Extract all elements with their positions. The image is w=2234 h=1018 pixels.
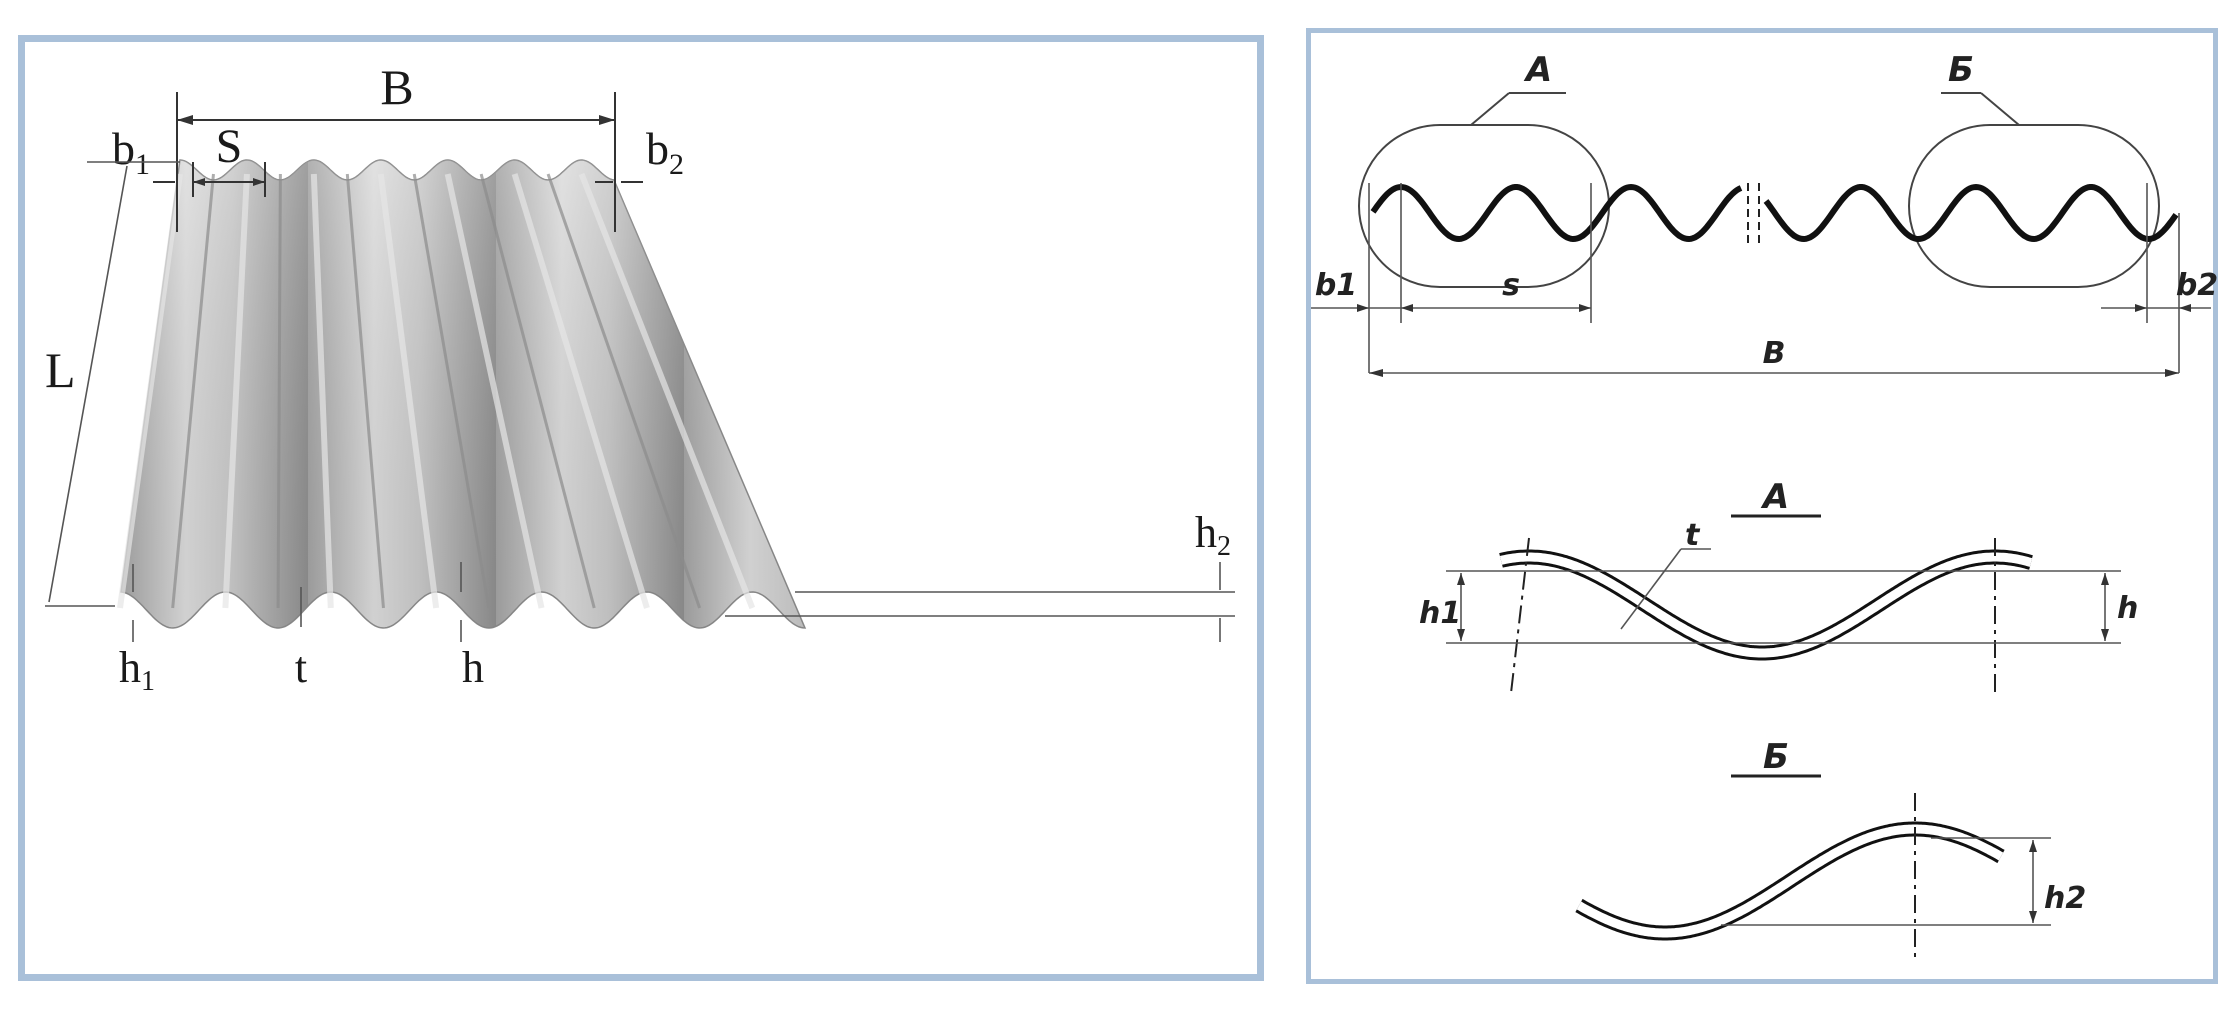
valley-line bbox=[412, 173, 491, 609]
sheet-3d-drawing: B S b1 b2 L h1 t h bbox=[45, 59, 1235, 697]
ridge-line bbox=[117, 173, 183, 609]
label-b1: b1 bbox=[1315, 268, 1357, 303]
detail-B: Б h2 bbox=[1575, 737, 2086, 963]
detail-B-wave-fill bbox=[1576, 824, 2004, 938]
detail-A-wave-fill bbox=[1499, 552, 2033, 658]
label-t: t bbox=[1685, 518, 1701, 553]
dim-L-line bbox=[48, 165, 128, 603]
detail-A-axis-left bbox=[1510, 537, 1530, 694]
label-B: B bbox=[380, 59, 413, 115]
callout-B-outline bbox=[1908, 124, 2160, 288]
label-s: s bbox=[1502, 268, 1520, 303]
detail-A-title: А bbox=[1760, 477, 1789, 517]
callout-B-label: Б bbox=[1948, 50, 1974, 90]
sheet-3d-panel: B S b1 b2 L h1 t h bbox=[18, 35, 1264, 981]
label-h1: h1 bbox=[119, 643, 155, 697]
callout-B-leader bbox=[1980, 92, 2020, 126]
detail-A-arrows bbox=[1457, 573, 2109, 641]
label-h2: h2 bbox=[1195, 508, 1231, 562]
valley-line bbox=[479, 173, 596, 609]
dim-t-leader bbox=[1620, 548, 1682, 630]
label-L: L bbox=[45, 342, 76, 398]
valley-line bbox=[171, 173, 215, 609]
ridge-line bbox=[310, 173, 334, 609]
callout-A-label: А bbox=[1523, 50, 1552, 90]
detail-A: А h1 h t bbox=[1419, 477, 2138, 694]
label-h: h bbox=[2117, 591, 2138, 626]
label-S: S bbox=[216, 120, 243, 173]
dim-b1-s-arrows bbox=[1357, 304, 1591, 312]
label-h2: h2 bbox=[2044, 881, 2086, 916]
ridge-line bbox=[377, 173, 440, 609]
ridge-line bbox=[444, 173, 545, 609]
sheet-shading bbox=[121, 160, 805, 628]
label-b1: b1 bbox=[112, 123, 150, 181]
callout-A-leader bbox=[1470, 92, 1510, 126]
valley-line bbox=[546, 173, 702, 609]
profile-wave-right bbox=[1763, 183, 2179, 243]
label-t: t bbox=[295, 643, 307, 692]
label-B: B bbox=[1763, 336, 1786, 371]
ridge-line bbox=[222, 173, 250, 609]
profile-drawing: А Б b1 s b2 B bbox=[1311, 50, 2218, 963]
valley-line bbox=[345, 173, 385, 609]
profile-drawing-panel: А Б b1 s b2 B bbox=[1306, 28, 2218, 984]
label-h1: h1 bbox=[1419, 596, 1461, 631]
flute-lines bbox=[117, 172, 756, 610]
label-b2: b2 bbox=[2176, 268, 2218, 303]
detail-B-title: Б bbox=[1763, 737, 1789, 777]
full-profile: А Б b1 s b2 B bbox=[1311, 50, 2218, 377]
label-b2: b2 bbox=[646, 123, 684, 181]
callout-A-outline bbox=[1358, 124, 1610, 288]
dim-b2-arrows bbox=[2135, 304, 2191, 312]
valley-line bbox=[276, 173, 282, 609]
ridge-line bbox=[511, 173, 650, 609]
ridge-line bbox=[578, 172, 756, 610]
profile-wave-left bbox=[1370, 183, 1743, 243]
label-h: h bbox=[462, 643, 484, 692]
